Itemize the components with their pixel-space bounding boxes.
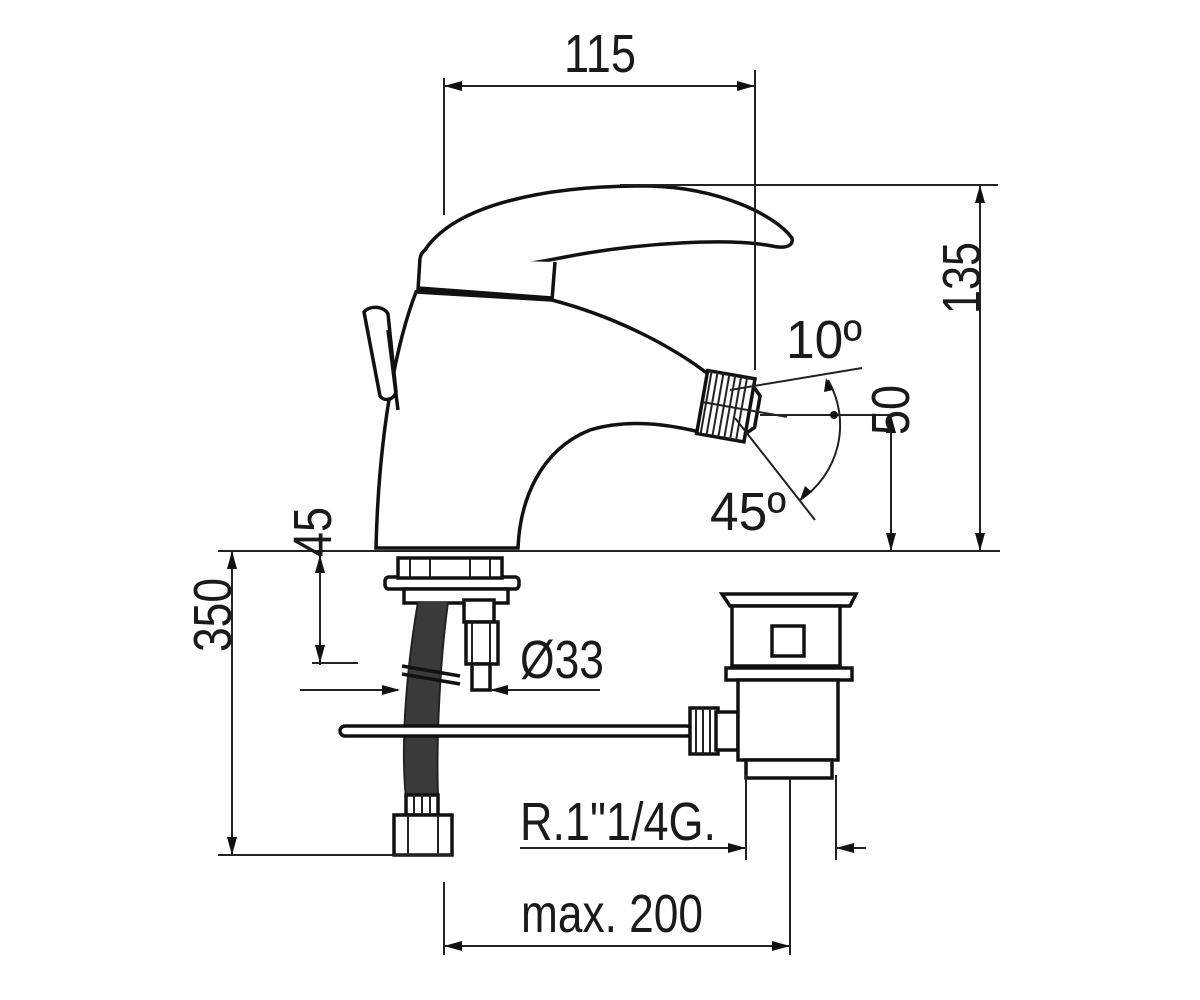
- dim-height: 135: [932, 242, 992, 314]
- dim-spout-height: 50: [861, 385, 921, 435]
- dimension-labels: 115 135 50 10º 45º 45 350 Ø33 R.1"1/4G. …: [183, 24, 992, 944]
- flexible-hose: [403, 602, 448, 798]
- dim-max-length: 350: [183, 578, 243, 652]
- dim-waste-thread: R.1"1/4G.: [520, 792, 716, 852]
- dim-angle-up: 10º: [786, 310, 862, 370]
- lever-handle: [418, 184, 794, 272]
- dimension-lines: [218, 70, 1000, 955]
- dim-spout-reach: 115: [564, 24, 636, 84]
- dim-hole-diameter: Ø33: [520, 630, 604, 690]
- pop-up-waste: [338, 592, 859, 780]
- dim-base-depth: 45: [283, 507, 343, 557]
- dim-max-distance: max. 200: [521, 884, 703, 944]
- underdeck-fittings: [383, 556, 521, 857]
- dim-angle-down: 45º: [710, 482, 786, 542]
- mixer-body: [374, 290, 721, 550]
